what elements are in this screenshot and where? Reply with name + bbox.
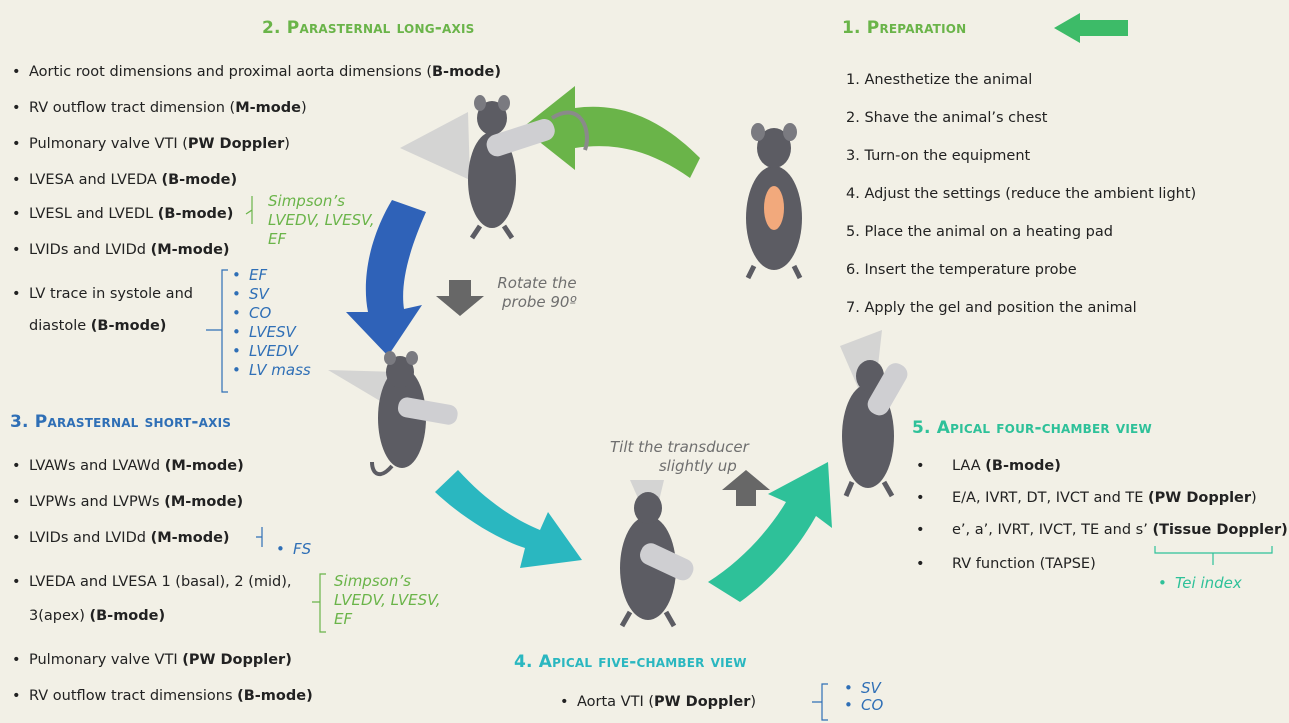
plax-title: 2. Parasternal long-axis bbox=[262, 18, 475, 38]
preparation-step: 7. Apply the gel and position the animal bbox=[846, 300, 1137, 316]
a4c-item: •E/A, IVRT, DT, IVCT and TE (PW Doppler) bbox=[916, 490, 1257, 506]
simpson-line: EF bbox=[334, 610, 353, 628]
plax-item: LVESL and LVEDL (B-mode) bbox=[12, 206, 233, 222]
rotate-note-line: probe 90º bbox=[502, 293, 577, 311]
preparation-step: 1. Anesthetize the animal bbox=[846, 72, 1033, 88]
plax-item: LVIDs and LVIDd (M-mode) bbox=[12, 242, 230, 258]
tilt-arrow-icon bbox=[722, 470, 770, 506]
derived-item: EF bbox=[232, 266, 311, 285]
blue-cycle-arrow bbox=[346, 200, 426, 356]
simpson-line: Simpson’s bbox=[268, 192, 345, 210]
tilt-note: Tilt the transducer slightly up bbox=[610, 438, 749, 476]
rotate-note: Rotate the probe 90º bbox=[494, 274, 577, 312]
psax-item: LVIDs and LVIDd (M-mode) bbox=[12, 530, 230, 546]
plax-item: LV trace in systole and bbox=[12, 286, 193, 302]
a4c-item: •LAA (B-mode) bbox=[916, 458, 1061, 474]
mouse-psax-illustration bbox=[328, 351, 458, 477]
tei-bracket bbox=[1154, 546, 1273, 565]
psax-item: Pulmonary valve VTI (PW Doppler) bbox=[12, 652, 292, 668]
green-cycle-arrow bbox=[522, 86, 700, 178]
preparation-title: 1. Preparation bbox=[842, 18, 967, 38]
preparation-step: 2. Shave the animal’s chest bbox=[846, 110, 1048, 126]
a5c-derived-list: SV CO bbox=[844, 680, 883, 714]
a5c-title: 4. Apical five-chamber view bbox=[514, 652, 747, 672]
simpson-line: LVEDV, LVESV, bbox=[268, 211, 375, 229]
preparation-step: 4. Adjust the settings (reduce the ambie… bbox=[846, 186, 1197, 202]
a5c-item: Aorta VTI (PW Doppler) bbox=[560, 694, 756, 710]
psax-simpson-note: Simpson’s LVEDV, LVESV, EF bbox=[334, 572, 440, 629]
psax-item: RV outflow tract dimensions (B-mode) bbox=[12, 688, 313, 704]
derived-item: CO bbox=[232, 304, 311, 323]
derived-item: SV bbox=[232, 285, 311, 304]
plax-item: RV outflow tract dimension (M-mode) bbox=[12, 100, 307, 116]
plax-simpson-note: Simpson’s LVEDV, LVESV, EF bbox=[268, 192, 374, 249]
psax-item-continuation: 3(apex) (B-mode) bbox=[29, 608, 166, 624]
derived-item: LV mass bbox=[232, 361, 311, 380]
rotate-arrow-icon bbox=[436, 280, 484, 316]
a4c-title: 5. Apical four-chamber view bbox=[912, 418, 1152, 438]
psax-item: LVPWs and LVPWs (M-mode) bbox=[12, 494, 243, 510]
a4c-item: •RV function (TAPSE) bbox=[916, 556, 1096, 572]
psax-item: LVEDA and LVESA 1 (basal), 2 (mid), bbox=[12, 574, 292, 590]
fs-bracket bbox=[256, 527, 263, 547]
simpson-line: Simpson’s bbox=[334, 572, 411, 590]
rotate-note-line: Rotate the bbox=[497, 274, 577, 292]
derived-item: SV bbox=[844, 680, 883, 697]
start-arrow bbox=[1054, 13, 1128, 43]
simpson-bracket-psax bbox=[312, 573, 326, 633]
plax-item: Aortic root dimensions and proximal aort… bbox=[12, 64, 501, 80]
tilt-note-line: slightly up bbox=[658, 457, 737, 475]
tilt-note-line: Tilt the transducer bbox=[610, 438, 749, 456]
plax-item-continuation: diastole (B-mode) bbox=[29, 318, 167, 334]
mint-cycle-arrow bbox=[708, 462, 832, 602]
mouse-plax-illustration bbox=[400, 95, 589, 240]
psax-fs-note: FS bbox=[276, 540, 311, 559]
derived-bracket-a5c bbox=[812, 683, 828, 721]
plax-item: Pulmonary valve VTI (PW Doppler) bbox=[12, 136, 290, 152]
teal-cycle-arrow bbox=[435, 470, 582, 568]
derived-item: LVESV bbox=[232, 323, 311, 342]
mouse-a4c-illustration bbox=[840, 330, 908, 498]
simpson-bracket-plax bbox=[245, 196, 253, 224]
psax-item: LVAWs and LVAWd (M-mode) bbox=[12, 458, 244, 474]
plax-derived-list: EF SV CO LVESV LVEDV LV mass bbox=[232, 266, 311, 380]
simpson-line: LVEDV, LVESV, bbox=[334, 591, 441, 609]
plax-item: LVESA and LVEDA (B-mode) bbox=[12, 172, 237, 188]
derived-item: CO bbox=[844, 697, 883, 714]
a4c-item: •e’, a’, IVRT, IVCT, TE and s’ (Tissue D… bbox=[916, 522, 1288, 538]
preparation-step: 3. Turn-on the equipment bbox=[846, 148, 1031, 164]
preparation-step: 6. Insert the temperature probe bbox=[846, 262, 1077, 278]
mouse-preparation-illustration bbox=[745, 123, 803, 280]
mouse-a5c-illustration bbox=[619, 480, 694, 628]
derived-bracket-plax bbox=[206, 269, 228, 393]
simpson-line: EF bbox=[268, 230, 287, 248]
a4c-tei-note: Tei index bbox=[1158, 574, 1242, 593]
derived-item: LVEDV bbox=[232, 342, 311, 361]
psax-title: 3. Parasternal short-axis bbox=[10, 412, 232, 432]
preparation-step: 5. Place the animal on a heating pad bbox=[846, 224, 1113, 240]
